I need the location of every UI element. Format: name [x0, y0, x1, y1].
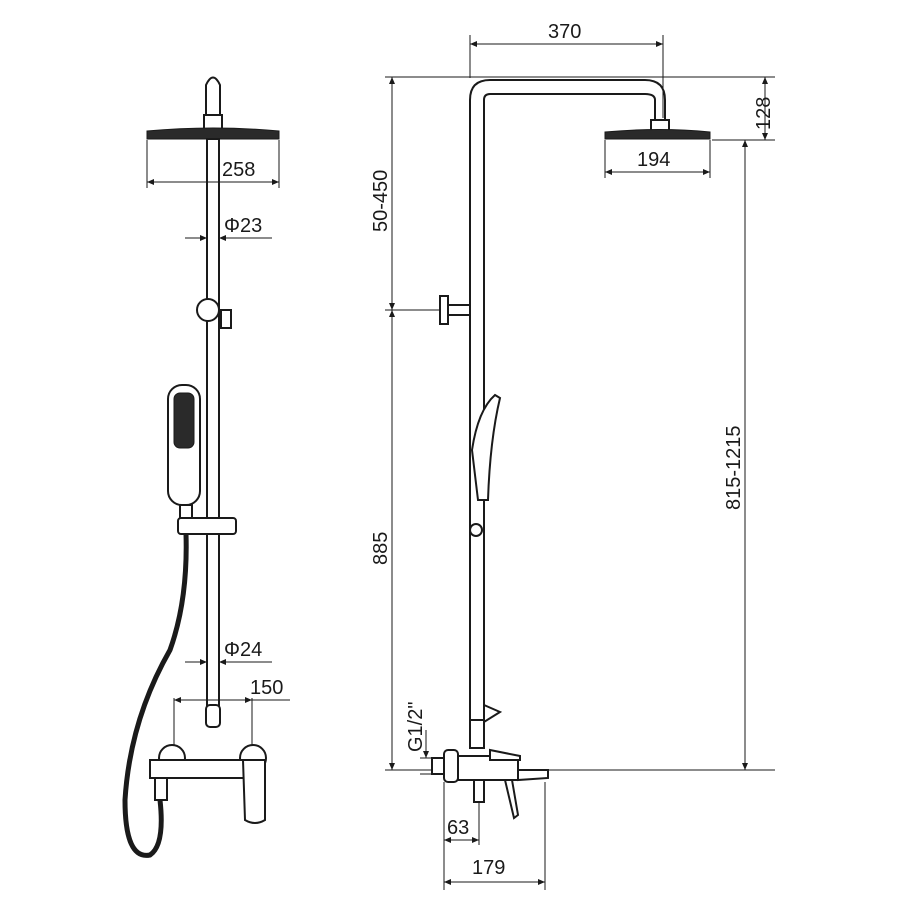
- dim-front-mixer-centers: 150: [250, 677, 283, 699]
- side-view: 370 128 194 50-450 885 815-1215 G1/2": [370, 21, 775, 890]
- dim-side-head-height: 128: [753, 97, 775, 130]
- dim-side-inlet-depth: 63: [447, 817, 469, 839]
- dim-side-height-adjust: 50-450: [370, 170, 392, 232]
- dim-front-rod-diameter-lower: Φ24: [224, 639, 262, 661]
- front-arm-top: [205, 76, 221, 116]
- side-wall-plate: [439, 295, 449, 325]
- front-rod: [206, 138, 220, 720]
- side-mixer-handle: [503, 779, 520, 820]
- front-shower-head: [146, 127, 280, 140]
- front-wall-bracket: [196, 298, 220, 322]
- front-mixer-outlet: [154, 777, 168, 801]
- front-hand-shower-face: [173, 392, 195, 449]
- dim-side-inlet-thread: G1/2": [405, 702, 427, 752]
- front-mixer-handle: [241, 759, 266, 824]
- side-shower-head: [604, 129, 711, 140]
- front-view: 258 Φ23 Φ24 150: [122, 76, 290, 858]
- front-slider: [177, 517, 237, 535]
- side-bracket-arm: [447, 304, 471, 316]
- side-inlet: [431, 757, 445, 775]
- dim-side-lower-height: 885: [370, 532, 392, 565]
- front-bracket-knob: [220, 309, 232, 329]
- side-spout: [517, 769, 549, 782]
- dim-side-head-width: 194: [637, 149, 670, 171]
- dim-side-arm-reach: 370: [548, 21, 581, 43]
- side-mixer-top: [489, 748, 521, 761]
- side-diverter: [483, 703, 503, 724]
- side-lower-rod: [469, 719, 485, 749]
- dim-front-head-width: 258: [222, 159, 255, 181]
- dim-side-total-adjust: 815-1215: [723, 425, 745, 510]
- side-mixer-wall: [443, 749, 459, 783]
- front-hose: [122, 533, 189, 858]
- front-head-connector: [203, 114, 223, 130]
- side-slider: [469, 523, 483, 537]
- front-diverter: [205, 704, 221, 728]
- side-mixer-outlet: [473, 779, 485, 803]
- dim-front-rod-diameter-upper: Φ23: [224, 215, 262, 237]
- side-hand-shower: [470, 393, 502, 501]
- dim-side-spout-reach: 179: [472, 857, 505, 879]
